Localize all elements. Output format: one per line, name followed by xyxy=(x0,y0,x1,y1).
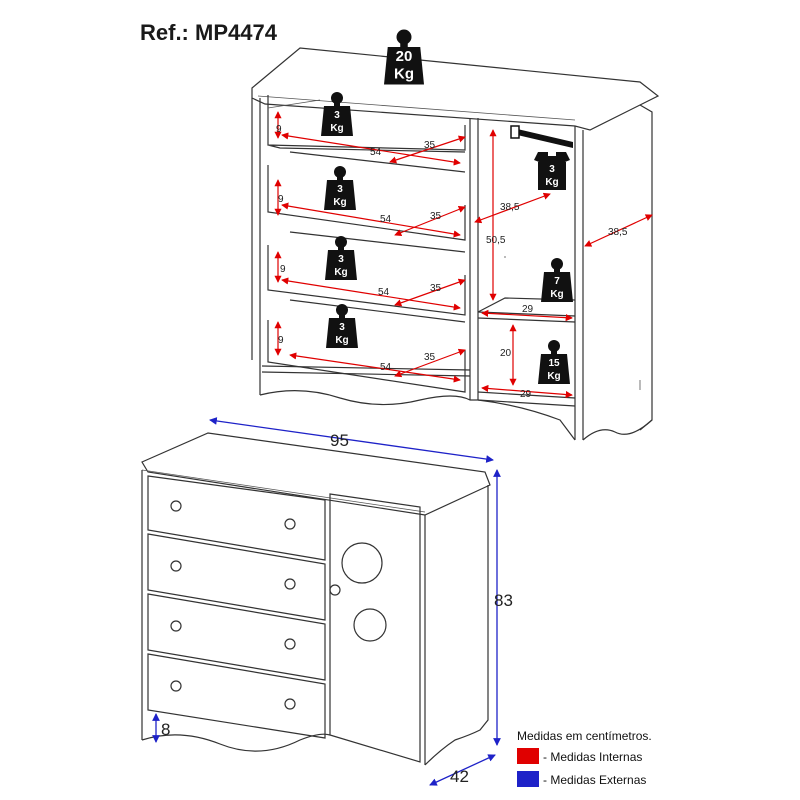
weight-drawer3-unit: Kg xyxy=(334,267,347,278)
weight-tag-top: 20 Kg xyxy=(384,29,424,85)
drawer3-height-label: 9 xyxy=(280,264,286,275)
weight-tag-drawer2: 3 Kg xyxy=(324,166,356,210)
drawer4-width-label: 54 xyxy=(380,362,392,373)
weight-drawer4-value: 3 xyxy=(339,322,345,333)
drawer2-height-label: 9 xyxy=(278,194,284,205)
weight-drawer3-value: 3 xyxy=(338,254,344,265)
drawer1-height-label: 9 xyxy=(276,124,282,135)
weight-tag-drawer4: 3 Kg xyxy=(326,304,358,348)
weight-drawer2-value: 3 xyxy=(337,184,343,195)
bottom-width-label: 29 xyxy=(520,389,532,400)
drawer3-depth-label: 35 xyxy=(430,283,442,294)
shelf-height-label: 20 xyxy=(500,348,512,359)
weight-bottom-unit: Kg xyxy=(547,371,560,382)
weight-top-value: 20 xyxy=(396,48,413,65)
external-height-label: 83 xyxy=(494,591,513,610)
legend-title: Medidas em centímetros. xyxy=(517,729,652,743)
door-height-label: 50,5 xyxy=(486,235,506,246)
weight-bottom-value: 15 xyxy=(548,358,560,369)
weight-hanger-unit: Kg xyxy=(545,177,558,188)
legend-external-swatch xyxy=(517,771,539,787)
weight-tag-drawer3: 3 Kg xyxy=(325,236,357,280)
legend: Medidas em centímetros. - Medidas Intern… xyxy=(517,729,652,787)
weight-drawer1-value: 3 xyxy=(334,110,340,121)
reference-title: Ref.: MP4474 xyxy=(140,20,278,45)
drawer3-width-label: 54 xyxy=(378,287,390,298)
external-base-label: 8 xyxy=(161,720,170,739)
weight-drawer4-unit: Kg xyxy=(335,335,348,346)
legend-internal-swatch xyxy=(517,748,539,764)
weight-tag-shelf: 7 Kg xyxy=(541,258,573,302)
weight-shelf-unit: Kg xyxy=(550,289,563,300)
legend-internal-label: - Medidas Internas xyxy=(543,750,642,764)
weight-tag-bottom: 15 Kg xyxy=(538,340,570,384)
external-depth-label: 42 xyxy=(450,767,469,786)
drawer4-depth-label: 35 xyxy=(424,352,436,363)
weight-top-unit: Kg xyxy=(394,65,414,82)
weight-drawer2-unit: Kg xyxy=(333,197,346,208)
weight-tag-drawer1: 3 Kg xyxy=(321,92,353,136)
weight-hanger-value: 3 xyxy=(549,164,555,175)
weight-drawer1-unit: Kg xyxy=(330,123,343,134)
weight-shelf-value: 7 xyxy=(554,276,560,287)
drawer2-width-label: 54 xyxy=(380,214,392,225)
drawer2-depth-label: 35 xyxy=(430,211,442,222)
closed-cabinet-view xyxy=(141,417,501,786)
drawer1-depth-label: 35 xyxy=(424,140,436,151)
weight-tag-hanger: 3 Kg xyxy=(534,152,570,190)
drawer1-width-label: 54 xyxy=(370,147,382,158)
legend-external-label: - Medidas Externas xyxy=(543,773,646,787)
door-depth-label: 38,5 xyxy=(500,202,520,213)
drawer4-height-label: 9 xyxy=(278,335,284,346)
shelf-width-label: 29 xyxy=(522,304,534,315)
external-width-label: 95 xyxy=(330,431,349,450)
side-depth-label: 38,5 xyxy=(608,227,628,238)
open-cabinet-view xyxy=(251,47,660,441)
